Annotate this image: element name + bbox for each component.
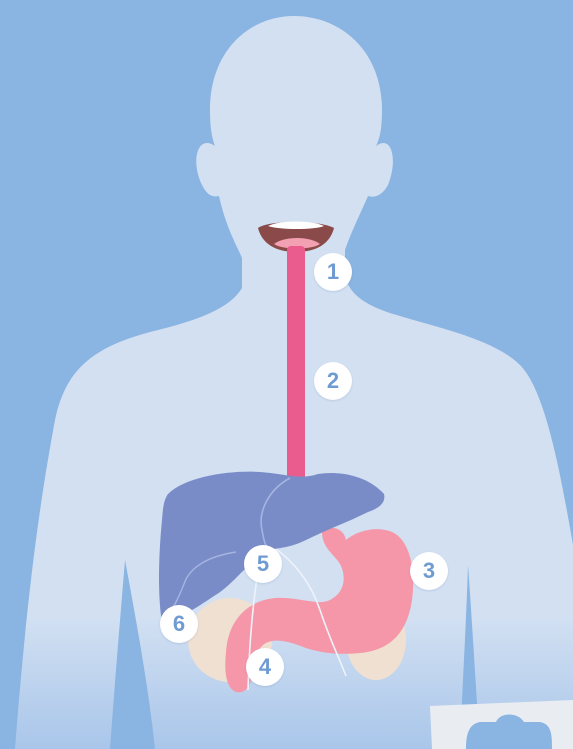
marker-5: 5 [244,545,282,583]
esophagus [287,246,305,482]
marker-2: 2 [314,362,352,400]
marker-4: 4 [246,648,284,686]
marker-1: 1 [314,253,352,291]
marker-6: 6 [160,605,198,643]
marker-3: 3 [410,552,448,590]
